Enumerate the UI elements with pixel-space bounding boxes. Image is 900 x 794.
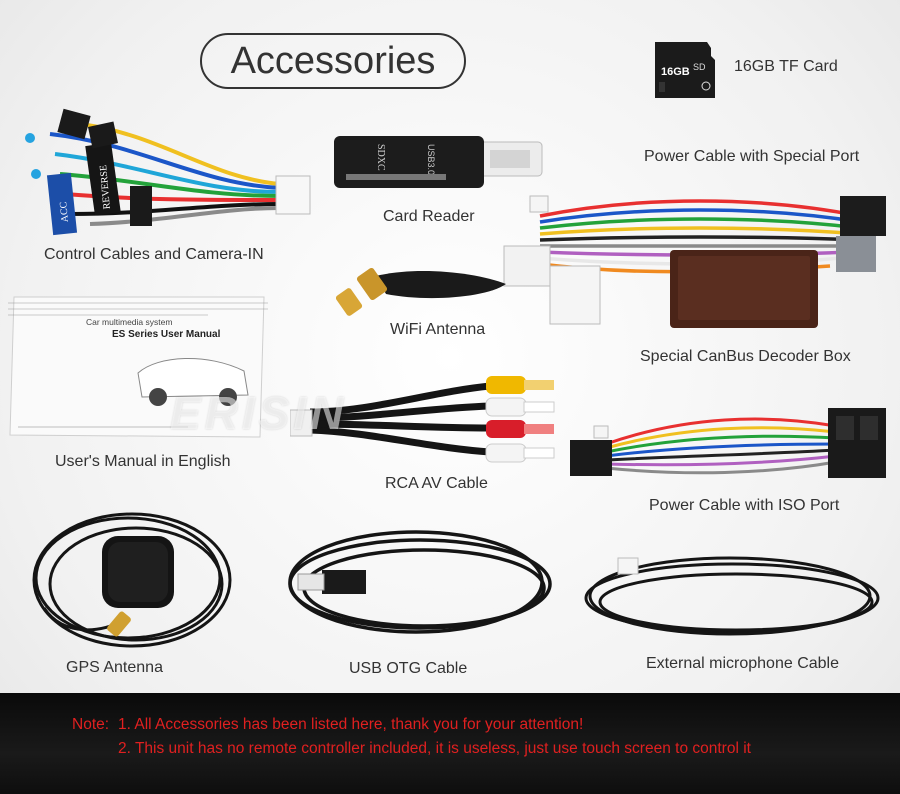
control-cables-image: REVERSE ACC [20, 104, 315, 244]
note-prefix: Note: [72, 716, 110, 733]
user-manual-label: User's Manual in English [55, 453, 231, 470]
manual-line1-text: Car multimedia system [86, 317, 172, 327]
note-line-1: 1. All Accessories has been listed here,… [118, 716, 584, 733]
card-reader-image: SDXC USB3.0 [330, 132, 546, 192]
mic-cable-image [582, 554, 886, 644]
power-iso-label: Power Cable with ISO Port [649, 497, 840, 514]
tf-card-size-text: 16GB [661, 66, 690, 78]
power-special-image [500, 176, 896, 336]
tf-card-label: 16GB TF Card [734, 58, 838, 75]
control-cables-label: Control Cables and Camera-IN [44, 246, 264, 263]
reverse-tag-text: REVERSE [98, 164, 113, 209]
wifi-antenna-label: WiFi Antenna [390, 321, 486, 338]
card-reader-usb-text: USB3.0 [426, 144, 436, 175]
acc-tag-text: ACC [58, 201, 71, 223]
canbus-label: Special CanBus Decoder Box [640, 348, 851, 365]
power-iso-image [566, 396, 894, 492]
notes-footer [0, 693, 900, 794]
rca-cable-label: RCA AV Cable [385, 475, 488, 492]
card-reader-sdxc-text: SDXC [375, 144, 386, 171]
page-title-text: Accessories [230, 39, 436, 82]
wifi-antenna-image [335, 254, 512, 322]
brand-watermark: ERISIN [170, 387, 348, 439]
user-manual-image: Car multimedia system ES Series User Man… [8, 293, 268, 443]
rca-cable-image [289, 372, 560, 472]
manual-line2-text: ES Series User Manual [112, 329, 221, 340]
card-reader-label: Card Reader [383, 208, 475, 225]
gps-antenna-image [24, 508, 236, 654]
tf-card-image: 16GB SD [651, 42, 727, 98]
note-line-2: 2. This unit has no remote controller in… [118, 740, 751, 757]
usb-otg-image [282, 524, 556, 648]
svg-text:SD: SD [693, 62, 706, 72]
gps-antenna-label: GPS Antenna [66, 659, 163, 676]
mic-cable-label: External microphone Cable [646, 655, 839, 672]
power-special-label: Power Cable with Special Port [644, 148, 860, 165]
usb-otg-label: USB OTG Cable [349, 660, 468, 677]
page-title: Accessories [200, 33, 466, 89]
